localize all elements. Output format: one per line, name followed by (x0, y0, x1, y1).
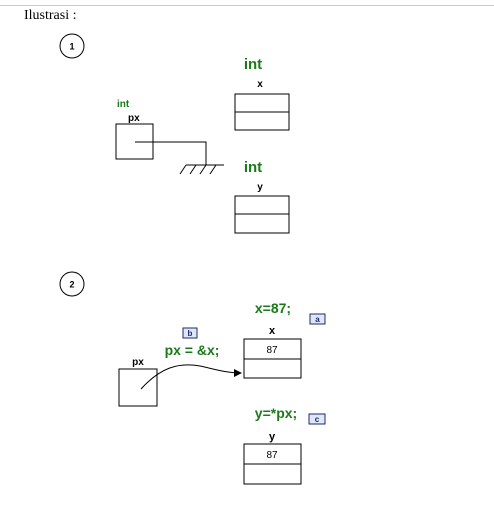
assign-y-statement: y=*px; (255, 405, 297, 421)
px-name-label: px (128, 113, 140, 124)
top-divider (0, 5, 494, 6)
x-name-label: x (257, 79, 263, 90)
x-type-label: int (244, 56, 262, 73)
step-2-number: 2 (69, 280, 74, 290)
ground-hatch-4 (209, 164, 217, 175)
step-1-circle (59, 33, 85, 59)
y-name-label-2: y (269, 431, 276, 443)
tag-b-box (182, 327, 198, 339)
tag-b-label: b (188, 329, 193, 338)
ground-hatch-2 (189, 164, 197, 175)
tag-c-box (308, 413, 326, 425)
step-2-circle (59, 271, 85, 297)
y-name-label: y (257, 182, 263, 193)
step-1: 1 int x int px int y (59, 33, 290, 234)
ground-hatch-3 (199, 164, 207, 175)
step-1-number: 1 (69, 42, 74, 52)
tag-a-label: a (315, 315, 320, 324)
ground-hatch-1 (179, 164, 187, 175)
pointer-arrow (140, 364, 242, 390)
y-type-label: int (244, 159, 262, 176)
assign-x-statement: x=87; (255, 300, 291, 316)
tag-c-label: c (315, 415, 320, 424)
y-value: 87 (266, 450, 278, 461)
px-memory-box-2 (118, 368, 158, 407)
assign-px-statement: px = &x; (165, 342, 220, 358)
x-name-label-2: x (269, 325, 276, 337)
px-type-label: int (117, 99, 130, 110)
px-name-label-2: px (132, 357, 144, 368)
tag-a-box (309, 313, 326, 325)
illustration-heading: Ilustrasi : (24, 8, 77, 23)
x-value: 87 (266, 345, 278, 356)
null-pointer-wire (135, 141, 207, 165)
step-2: 2 x=87; a x 87 b px = &x; px y=*px; c y … (59, 271, 326, 485)
